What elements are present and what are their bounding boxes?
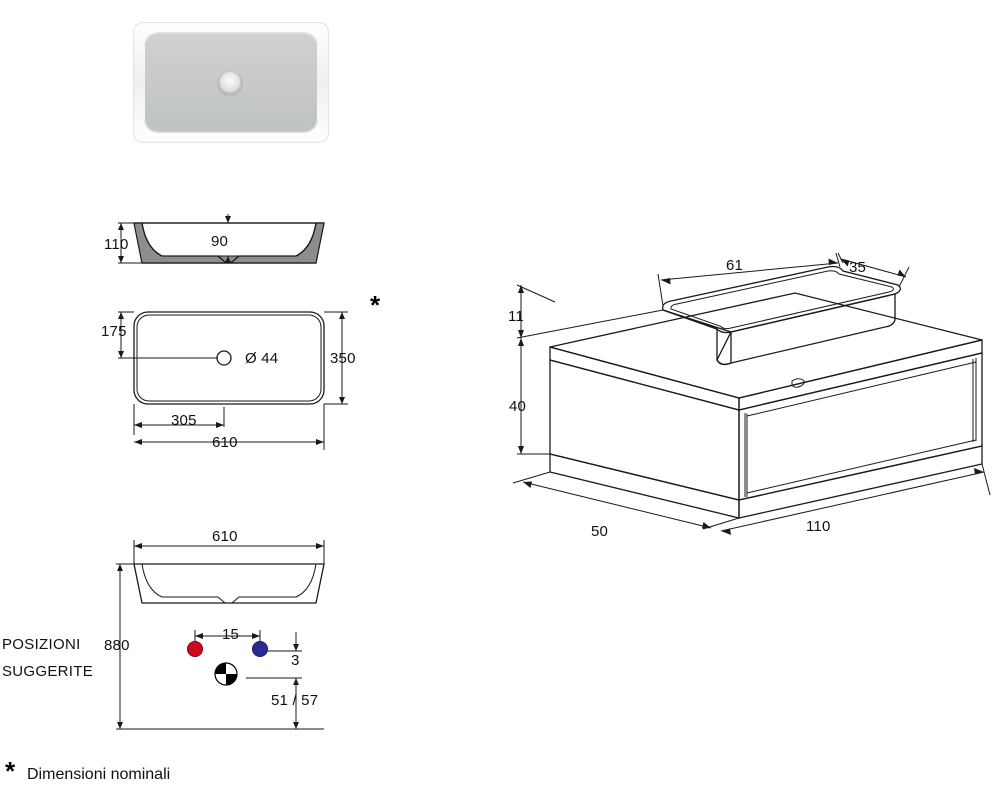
iso-dim-11: 11 <box>508 308 524 325</box>
iso-dim-110: 110 <box>806 518 831 535</box>
plan-dim-350: 350 <box>330 350 356 367</box>
basin-photo <box>133 22 329 143</box>
basin-section-view <box>90 212 380 276</box>
iso-dim-35: 35 <box>849 259 867 276</box>
section-dim-110: 110 <box>104 236 129 253</box>
footnote-text: Dimensioni nominali <box>27 766 171 783</box>
plan-dim-305: 305 <box>171 412 197 429</box>
iso-dim-61: 61 <box>726 257 744 274</box>
basin-front-elevation <box>90 520 390 745</box>
iso-dim-50: 50 <box>591 523 609 540</box>
plan-nominal-marker: * <box>370 290 381 320</box>
plan-dim-175: 175 <box>101 323 127 340</box>
plan-dim-610: 610 <box>212 434 238 451</box>
front-dim-880: 880 <box>104 637 130 654</box>
legend-line-1: POSIZIONI <box>2 636 81 653</box>
plan-drain-diameter-label: Ø 44 <box>245 350 279 367</box>
front-dim-3: 3 <box>291 652 300 669</box>
basin-plan-view <box>90 295 390 465</box>
front-dim-51-57: 51 / 57 <box>271 692 319 709</box>
drain-point <box>214 662 238 686</box>
section-dim-90: 90 <box>211 233 229 250</box>
front-dim-610: 610 <box>212 528 238 545</box>
iso-dim-40: 40 <box>509 398 527 415</box>
legend-line-2: SUGGERITE <box>2 663 94 680</box>
cold-water-point <box>252 641 268 657</box>
front-dim-15: 15 <box>222 626 240 643</box>
vanity-isometric-view <box>495 250 995 570</box>
hot-water-point <box>187 641 203 657</box>
footnote-marker: * <box>5 756 16 786</box>
